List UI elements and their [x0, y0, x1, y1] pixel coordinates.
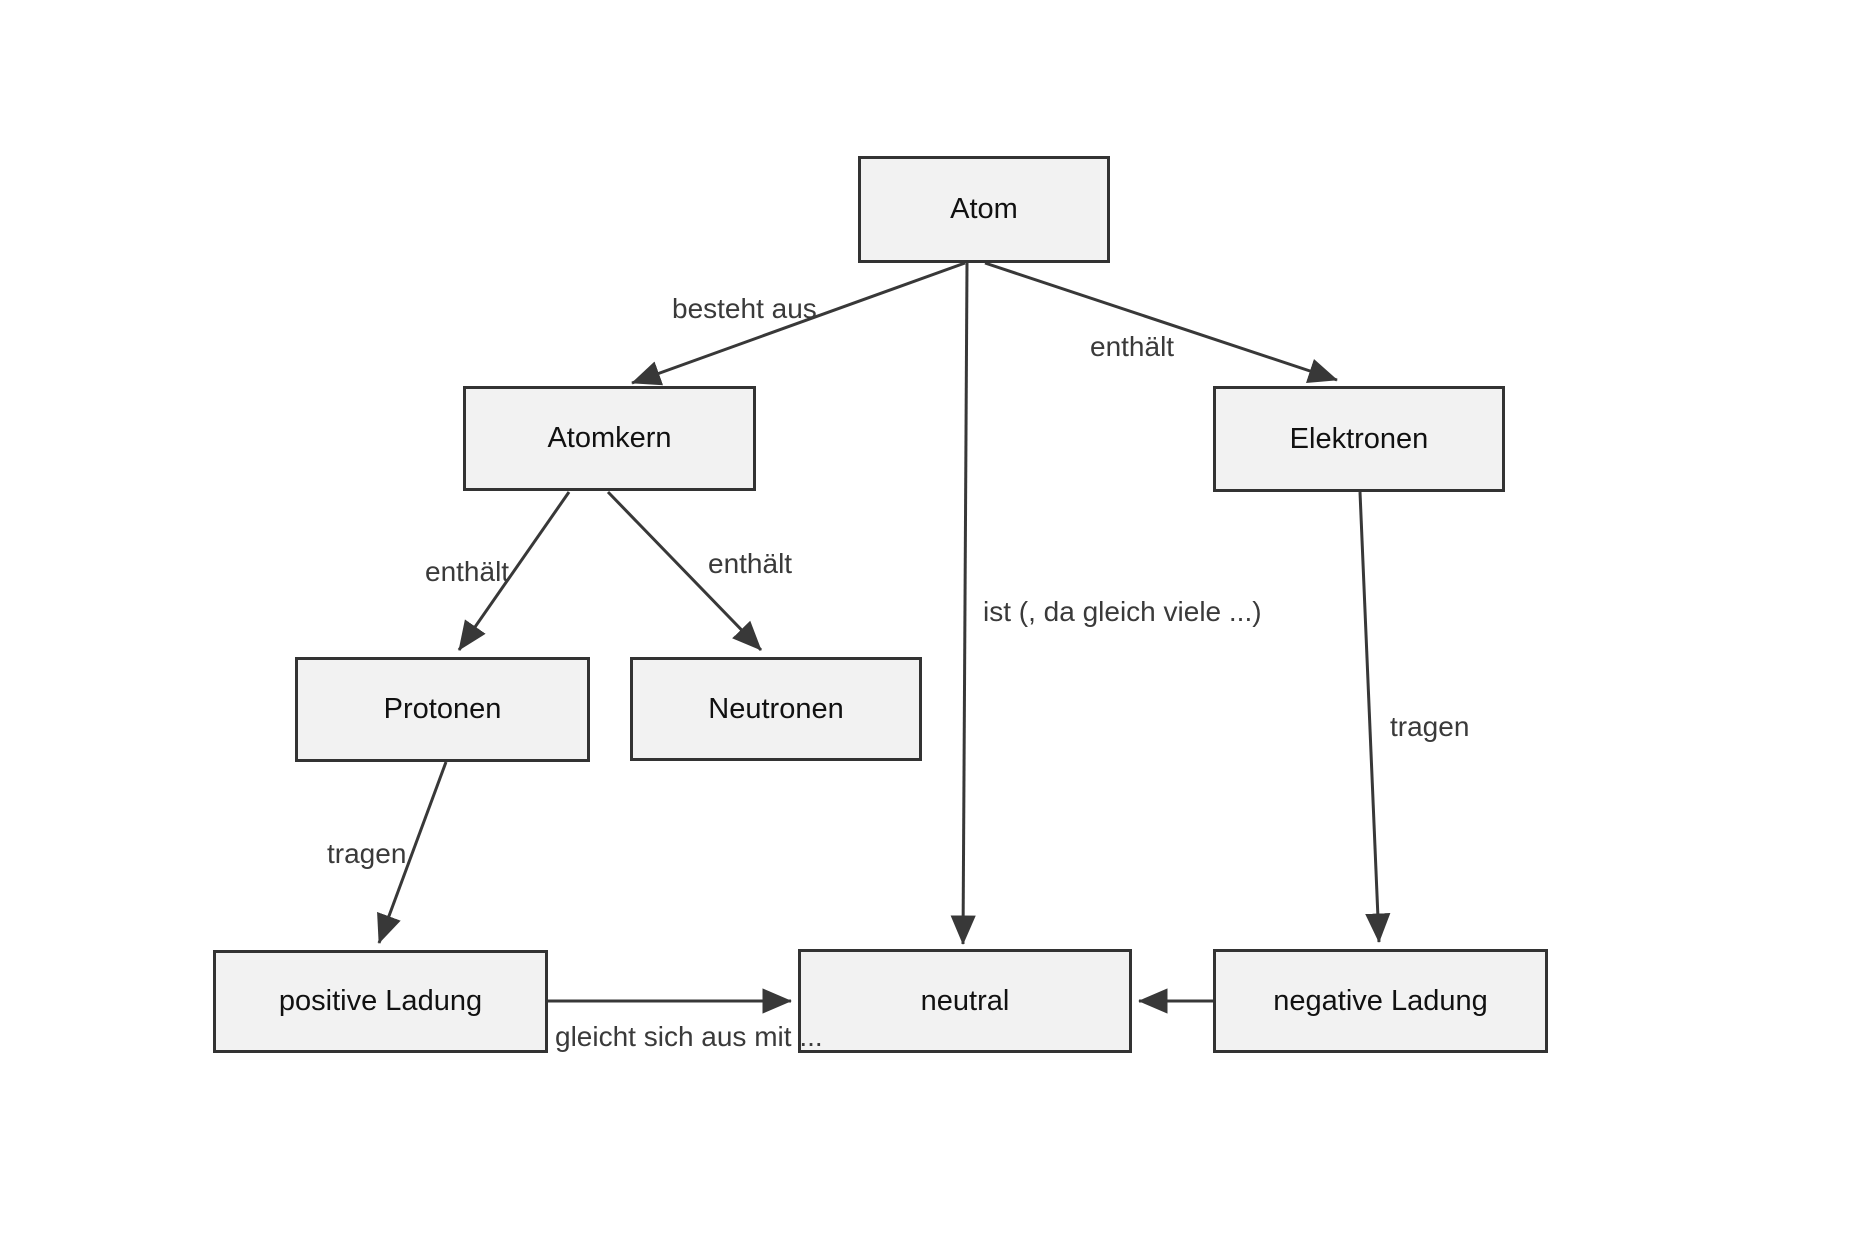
node-neutral: neutral: [798, 949, 1132, 1053]
edge-label-tragen-elektronen: tragen: [1390, 711, 1470, 742]
edge-atomkern-protonen: [457, 491, 571, 651]
edge-atom-atomkern: [631, 261, 966, 386]
edge-label-ist-da-gleich-viele: ist (, da gleich viele ...): [983, 596, 1262, 627]
edge-elektronen-negative: [1358, 491, 1391, 943]
edge-label-besteht-aus: besteht aus: [672, 293, 817, 324]
edge-label-enthaelt-neutronen: enthält: [708, 548, 793, 579]
edge-atom-neutral: [950, 262, 976, 945]
node-atom: Atom: [858, 156, 1110, 263]
node-negative-ladung: negative Ladung: [1213, 949, 1548, 1053]
node-positive-ladung: positive Ladung: [213, 950, 548, 1053]
node-neutronen: Neutronen: [630, 657, 922, 761]
edge-label-tragen-protonen: tragen: [327, 838, 407, 869]
edge-protonen-positive: [377, 761, 448, 944]
edge-label-enthaelt-elektronen: enthält: [1090, 331, 1175, 362]
node-protonen: Protonen: [295, 657, 590, 762]
edge-atom-elektronen: [984, 261, 1338, 383]
node-atomkern: Atomkern: [463, 386, 756, 491]
edge-label-gleicht-sich-aus: gleicht sich aus mit ...: [555, 1021, 823, 1052]
edge-atomkern-neutronen: [606, 490, 763, 652]
edge-label-enthaelt-protonen: enthält: [425, 556, 510, 587]
node-elektronen: Elektronen: [1213, 386, 1505, 492]
